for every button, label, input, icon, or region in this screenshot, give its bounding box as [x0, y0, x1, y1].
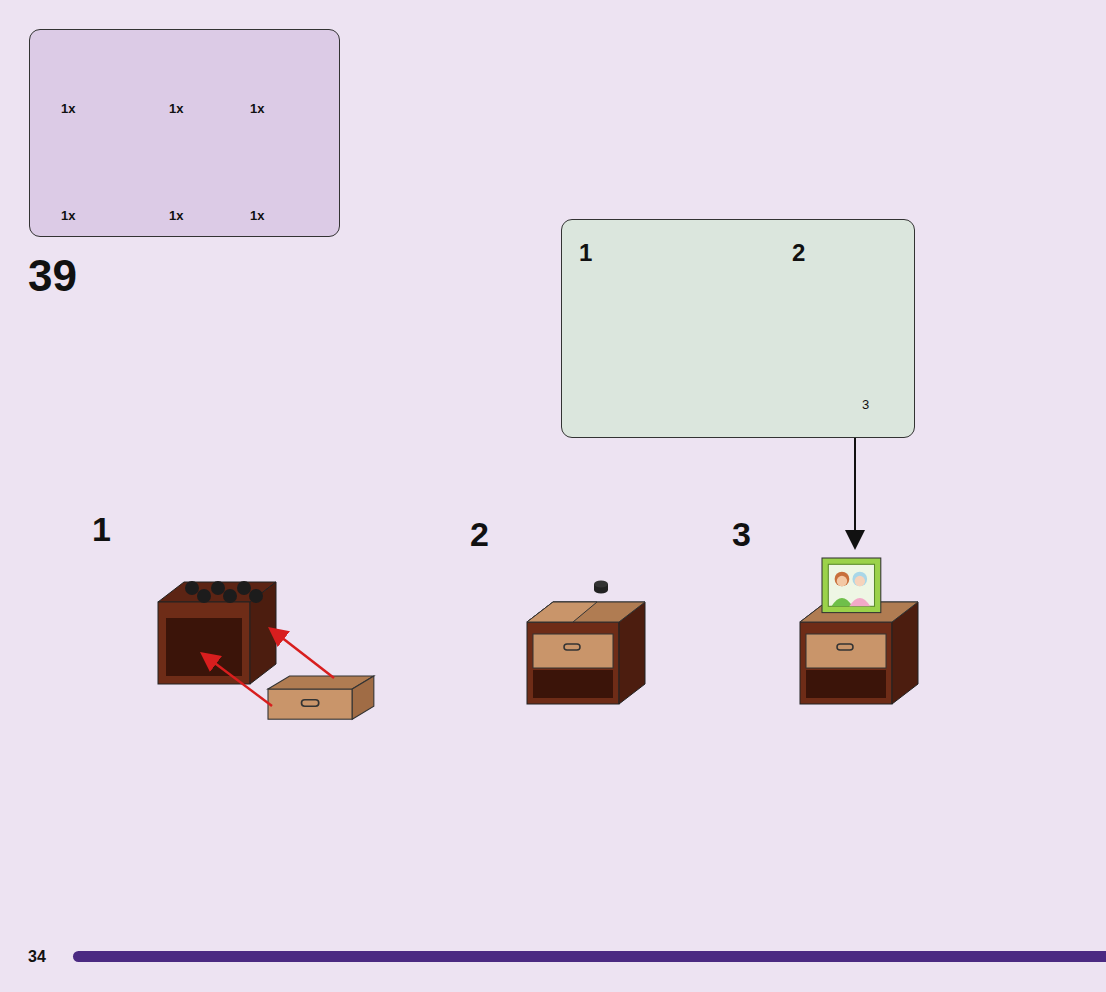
page-number: 34: [28, 949, 46, 965]
sub-step-number: 1: [92, 512, 111, 546]
part-quantity: 1x: [61, 209, 75, 222]
sub-step-number: 3: [732, 517, 751, 551]
sticker-number: 3: [862, 398, 869, 411]
part-quantity: 1x: [61, 102, 75, 115]
sub-step-number: 2: [792, 241, 805, 265]
part-quantity: 1x: [169, 102, 183, 115]
part-quantity: 1x: [250, 102, 264, 115]
step-number: 39: [28, 254, 77, 298]
sub-assembly-callout: 1 2 3: [561, 219, 915, 438]
sub-step-number: 2: [470, 517, 489, 551]
part-quantity: 1x: [169, 209, 183, 222]
part-quantity: 1x: [250, 209, 264, 222]
parts-list-box: 1x 1x 1x 1x 1x 1x: [29, 29, 340, 237]
sub-step-number: 1: [579, 241, 592, 265]
